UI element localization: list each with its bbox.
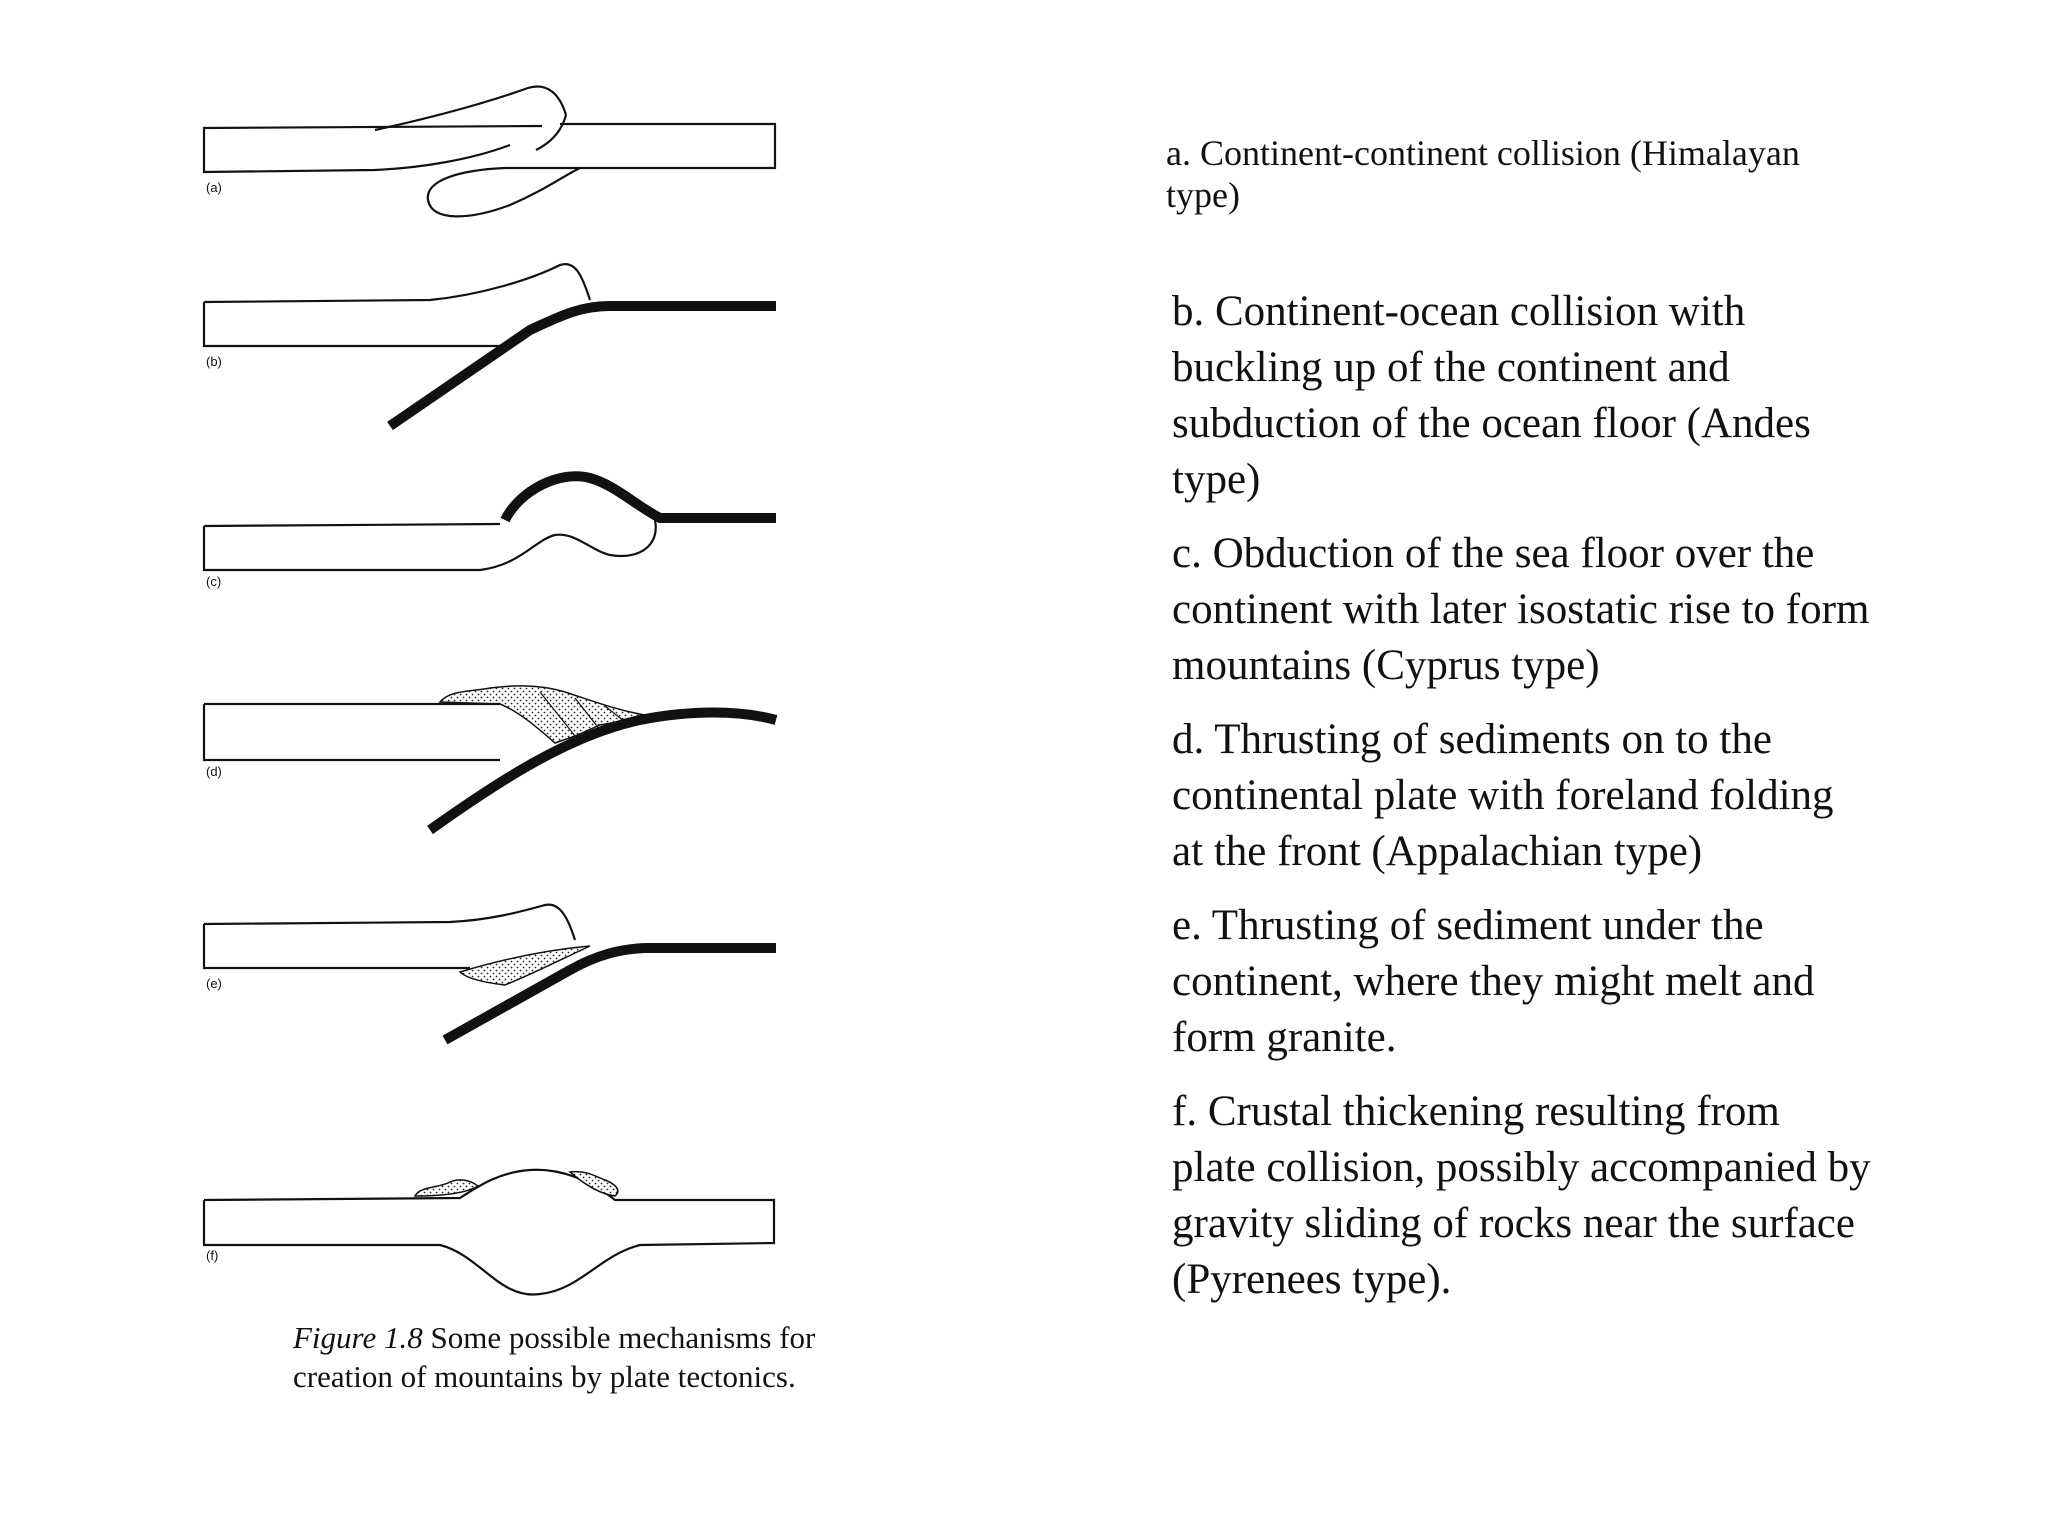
description-list: b. Continent-ocean collision with buckli… [1172,284,1872,1326]
panel-b-diagram [202,262,776,431]
panel-c-label: (c) [206,574,221,589]
panel-a-label: (a) [206,180,222,195]
description-b: b. Continent-ocean collision with buckli… [1172,288,1811,503]
description-d: d. Thrusting of sediments on to the cont… [1172,716,1834,875]
panel-d-continent [202,702,500,762]
panel-f-label: (f) [206,1248,218,1263]
panel-c-continent [202,519,657,572]
panel-e-continent [202,903,577,970]
panel-f-sliding-rocks-left [413,1179,480,1197]
panel-d-sediment-wedge [438,685,651,744]
panel-b-ocean-plate [387,301,776,431]
figure-caption-text: Some possible mechanisms for creation of… [293,1320,816,1394]
description-a: a. Continent-continent collision (Himala… [1166,133,1800,215]
panel-a-right-plate [426,122,777,218]
description-c: c. Obduction of the sea floor over the c… [1172,530,1870,689]
description-e: e. Thrusting of sediment under the conti… [1172,902,1815,1061]
tectonics-diagram: (a) (b) (c) (d) (e) (f) [202,85,778,1296]
panel-a-suture [535,114,568,151]
panel-c-obducted-slab [500,471,776,523]
panel-a-upturned-edge [374,85,568,132]
panel-d-ocean-plate [427,707,778,835]
figure-reference: Figure 1.8 [293,1320,423,1355]
panel-e-diagram [202,903,776,1045]
panel-d-diagram [202,685,778,835]
panel-f-diagram [202,1168,776,1296]
panel-c-diagram [202,471,776,572]
panel-a-diagram [202,85,777,218]
panel-b-label: (b) [206,354,222,369]
panel-e-label: (e) [206,976,222,991]
figure-caption: Figure 1.8 Some possible mechanisms for … [293,1318,853,1396]
panel-a-left-plate [202,124,543,174]
panel-e-sediment-lens [458,945,591,986]
panel-e-ocean-plate [442,943,776,1045]
panel-d-thrust-slices [539,691,626,737]
panel-d-label: (d) [206,764,222,779]
panel-f-sliding-rocks-right [568,1170,619,1197]
panel-b-continent [202,262,592,348]
panel-f-crust [202,1168,776,1296]
description-f: f. Crustal thickening resulting from pla… [1172,1088,1871,1303]
